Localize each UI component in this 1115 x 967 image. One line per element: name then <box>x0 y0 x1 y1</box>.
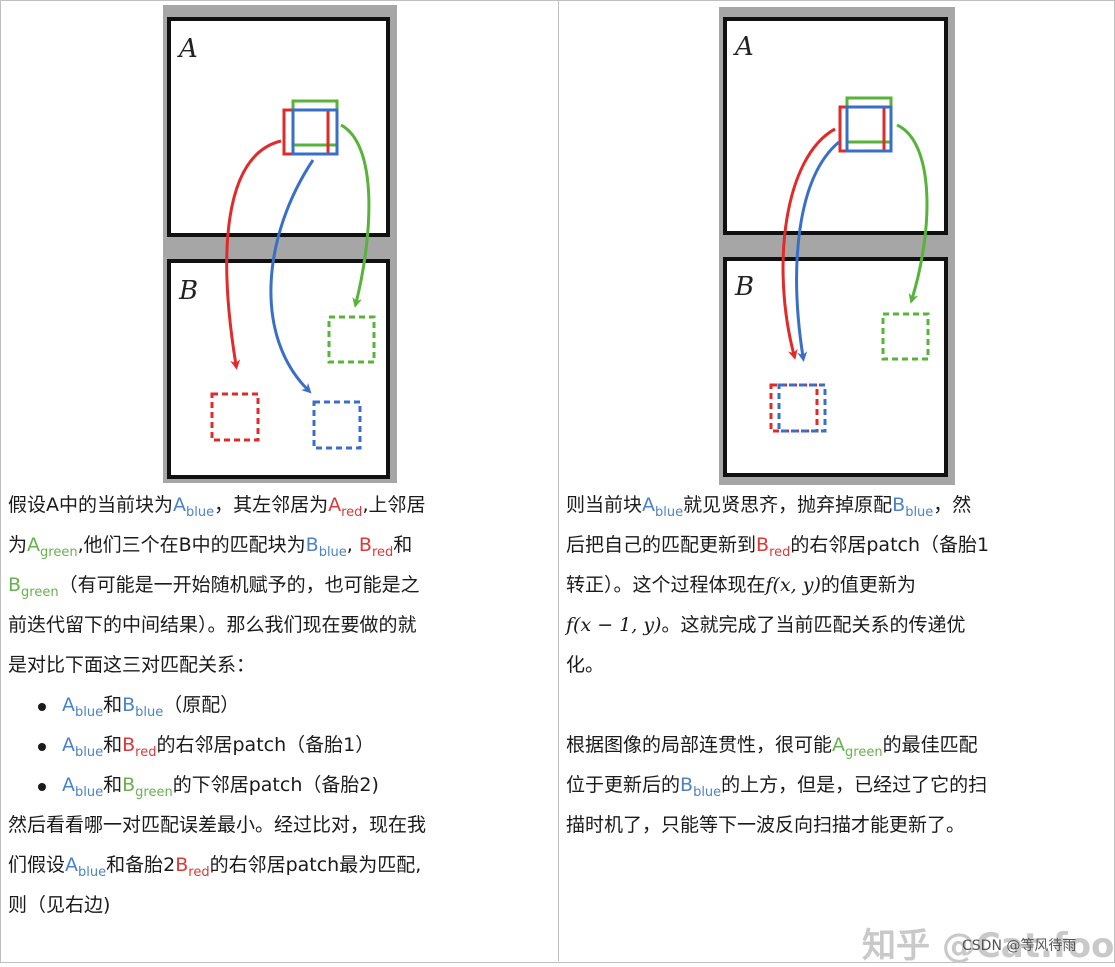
bullet-line-2: Ablue和Bred的右邻居patch（备胎1） <box>62 734 375 760</box>
left-line-2: 为Agreen,他们三个在B中的匹配块为Bblue, Bred和 <box>8 534 413 560</box>
bullet-1 <box>38 703 46 711</box>
right-line-3: 转正）。这个过程体现在f(x, y)的值更新为 <box>566 574 916 596</box>
left-figure: A B <box>163 5 397 483</box>
a-blue-patch <box>845 105 893 153</box>
left-line-1: 假设A中的当前块为Ablue，其左邻居为Ared,上邻居 <box>8 494 426 520</box>
right-line-4: f(x − 1, y)。这就完成了当前匹配关系的传递优 <box>566 614 966 636</box>
right-line-5: 化。 <box>566 654 605 676</box>
left-line-4: 前迭代留下的中间结果）。那么我们现在要做的就 <box>8 614 417 636</box>
bullet-3 <box>38 783 46 791</box>
box-a <box>723 17 948 235</box>
bullet-2 <box>38 743 46 751</box>
left-line-11: 则（见右边) <box>8 894 111 916</box>
right-line-6: 根据图像的局部连贯性，很可能Agreen的最佳匹配 <box>566 734 978 760</box>
box-a <box>167 17 390 237</box>
a-blue-patch <box>291 108 339 156</box>
b-blue-patch <box>312 400 362 450</box>
b-blue-patch <box>777 383 827 433</box>
right-line-8: 描时机了，只能等下一波反向扫描才能更新了。 <box>566 814 966 836</box>
label-b: B <box>734 272 754 302</box>
column-divider <box>558 0 559 961</box>
blue-arrow <box>269 159 315 394</box>
blue-arrow <box>795 140 840 362</box>
b-red-patch <box>210 392 260 442</box>
red-arrow <box>781 127 836 360</box>
zhihu-watermark: 知乎 @Cat.food <box>862 926 1115 966</box>
right-line-2: 后把自己的匹配更新到Bred的右邻居patch（备胎1 <box>566 534 990 560</box>
red-arrow <box>225 139 282 370</box>
green-arrow <box>896 123 929 304</box>
right-line-1: 则当前块Ablue就见贤思齐，抛弃掉原配Bblue，然 <box>566 494 972 520</box>
left-line-5: 是对比下面这三对匹配关系： <box>8 654 256 676</box>
label-a: A <box>177 34 198 64</box>
left-line-10: 们假设Ablue和备胎2Bred的右邻居patch最为匹配, <box>8 854 422 880</box>
left-line-3: Bgreen（有可能是一开始随机赋予的，也可能是之 <box>8 574 420 600</box>
csdn-watermark: CSDN @等风待雨 <box>962 938 1077 954</box>
bullet-line-3: Ablue和Bgreen的下邻居patch（备胎2) <box>62 774 379 800</box>
box-b <box>167 259 390 479</box>
label-a: A <box>733 32 754 62</box>
b-green-patch <box>327 315 376 364</box>
bullet-line-1: Ablue和Bblue（原配） <box>62 694 240 720</box>
b-green-patch <box>881 312 930 361</box>
green-arrow <box>340 123 371 308</box>
right-line-7: 位于更新后的Bblue的上方，但是，已经过了它的扫 <box>566 774 988 800</box>
left-line-9: 然后看看哪一对匹配误差最小。经过比对，现在我 <box>8 814 427 836</box>
right-figure: A B <box>719 7 955 485</box>
label-b: B <box>178 276 198 306</box>
